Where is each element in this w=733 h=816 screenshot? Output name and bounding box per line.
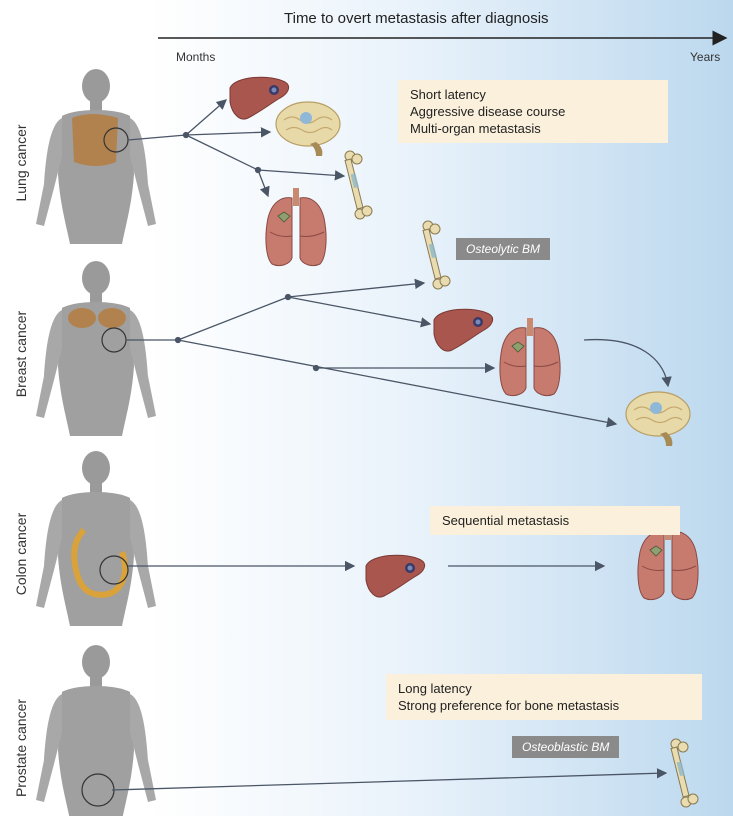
breast-brain-organ xyxy=(626,392,690,446)
row-label-prostate: Prostate cancer xyxy=(13,689,29,807)
prostate-bone-organ xyxy=(671,739,698,807)
osteolytic-tag: Osteolytic BM xyxy=(456,238,550,260)
breast-tumor-left xyxy=(68,308,96,328)
colon-liver-organ xyxy=(366,555,425,597)
colon-note-line: Sequential metastasis xyxy=(442,512,668,529)
row-label-lung: Lung cancer xyxy=(13,118,29,208)
breast-tumor-right xyxy=(98,308,126,328)
breast-patient-body xyxy=(36,261,156,436)
lung-note: Short latency Aggressive disease course … xyxy=(398,80,668,143)
lung-note-line: Aggressive disease course xyxy=(410,103,656,120)
prostate-note-line: Long latency xyxy=(398,680,690,697)
breast-metastasis-arrows xyxy=(126,283,668,424)
colon-patient-body xyxy=(36,451,156,626)
prostate-patient-body xyxy=(36,645,156,816)
osteoblastic-tag: Osteoblastic BM xyxy=(512,736,619,758)
prostate-metastasis-arrows xyxy=(112,773,666,790)
axis-start-label: Months xyxy=(176,50,215,64)
breast-lungs-organ xyxy=(500,318,560,396)
prostate-note: Long latency Strong preference for bone … xyxy=(386,674,702,720)
lung-bone-organ xyxy=(345,151,372,219)
lung-note-line: Multi-organ metastasis xyxy=(410,120,656,137)
colon-note: Sequential metastasis xyxy=(430,506,680,535)
lung-brain-organ xyxy=(276,102,340,156)
breast-bone-organ xyxy=(423,221,450,289)
row-label-breast: Breast cancer xyxy=(13,301,29,407)
breast-liver-organ xyxy=(434,309,493,351)
row-label-colon: Colon cancer xyxy=(13,503,29,605)
axis-title: Time to overt metastasis after diagnosis xyxy=(284,10,549,27)
axis-end-label: Years xyxy=(690,50,720,64)
lung-lungs-organ xyxy=(266,188,326,266)
prostate-note-line: Strong preference for bone metastasis xyxy=(398,697,690,714)
lung-note-line: Short latency xyxy=(410,86,656,103)
lung-primary-tumor xyxy=(72,114,118,166)
